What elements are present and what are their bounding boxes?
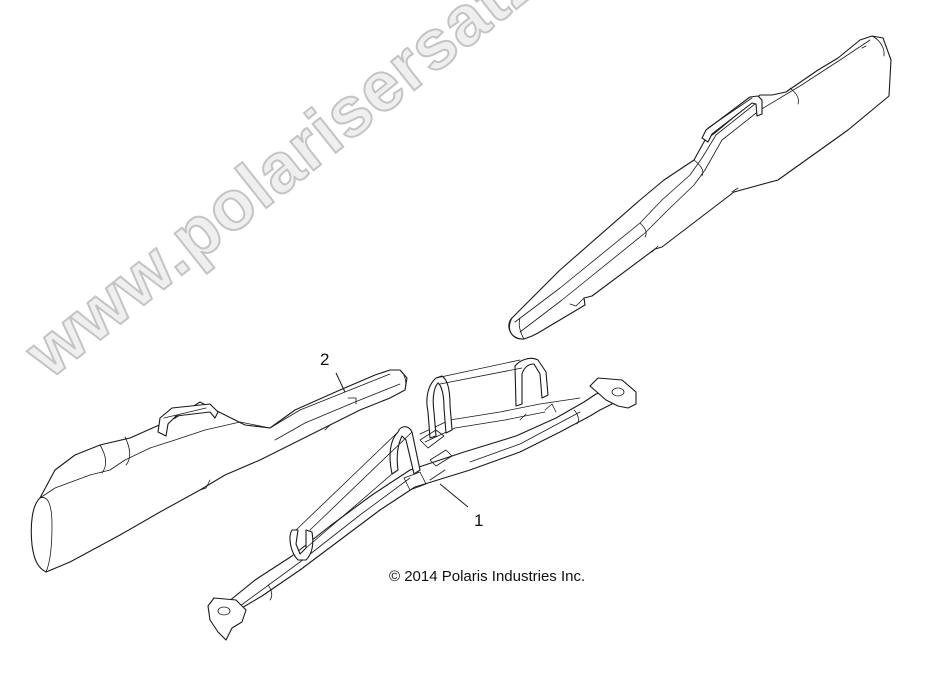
- copyright-notice: © 2014 Polaris Industries Inc.: [389, 568, 586, 585]
- seat-frame: [207, 357, 637, 641]
- callout-2: 2: [320, 350, 330, 369]
- leader-line-2: [335, 372, 346, 393]
- callout-1: 1: [474, 511, 484, 530]
- bolster-upper-right: [508, 35, 892, 340]
- bolster-left: [30, 369, 408, 573]
- leader-line-1: [439, 483, 469, 508]
